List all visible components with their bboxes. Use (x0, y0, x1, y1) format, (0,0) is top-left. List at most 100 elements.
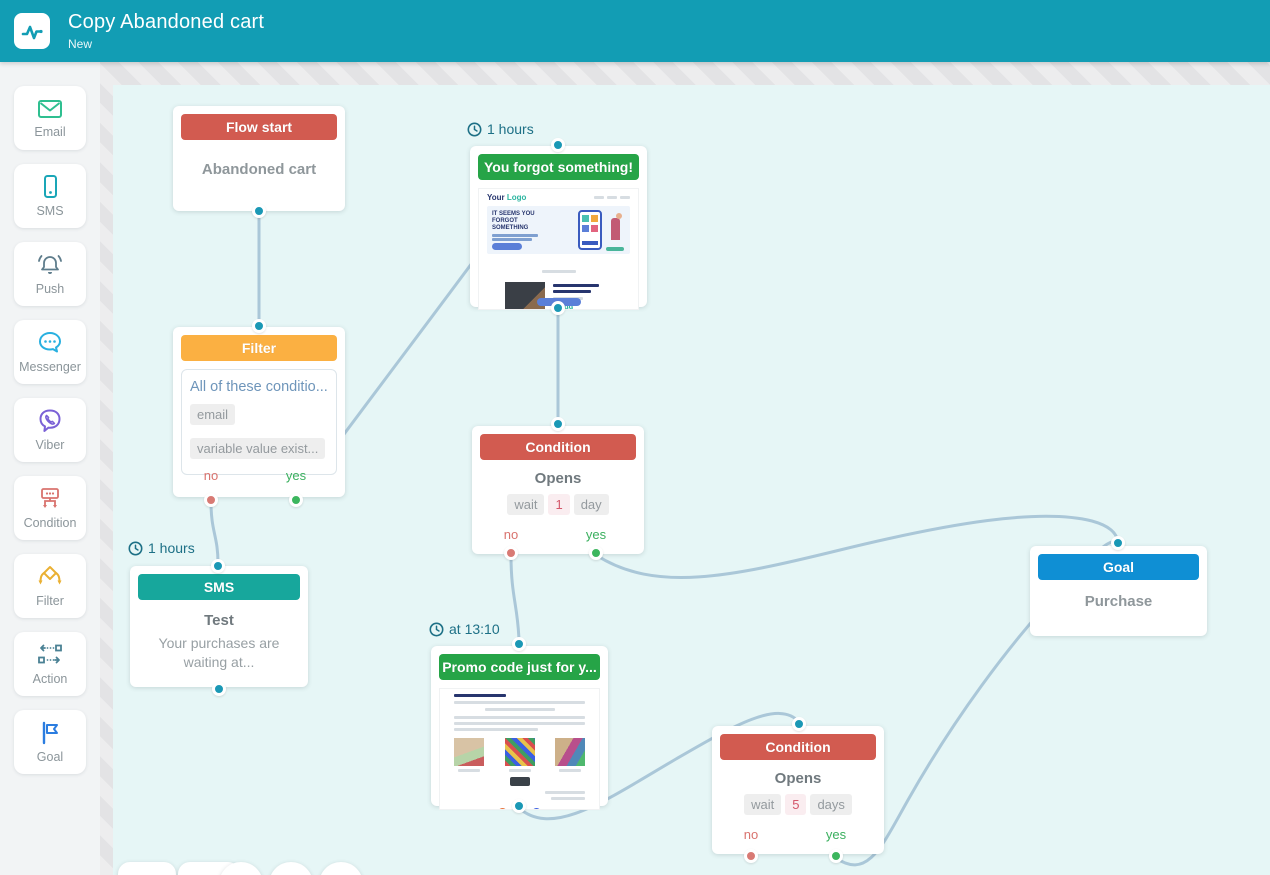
port-condition-1-input[interactable] (551, 417, 565, 431)
palette-item-goal[interactable]: Goal (14, 710, 86, 774)
condition-1-unit-tag: day (573, 494, 609, 515)
condition-2-no-label: no (743, 827, 759, 842)
messenger-icon (39, 332, 61, 353)
filter-icon (38, 566, 62, 585)
palette-item-condition[interactable]: Condition (14, 476, 86, 540)
node-goal[interactable]: Goal Purchase (1030, 546, 1207, 636)
flow-title: Copy Abandoned cart (68, 11, 265, 33)
goal-icon (42, 721, 58, 745)
edge-promo-to-condition2 (517, 712, 801, 821)
top-header: Copy Abandoned cart New (0, 0, 1270, 62)
palette-label: SMS (36, 204, 64, 218)
canvas-zoom-button-3[interactable] (319, 862, 363, 875)
port-condition-2-yes[interactable] (829, 849, 843, 863)
node-email-promo-header: Promo code just for y... (439, 654, 600, 680)
node-filter-header: Filter (181, 335, 337, 361)
port-email-forgot-input[interactable] (551, 138, 565, 152)
node-palette: Email SMS Push Me (0, 62, 100, 875)
filter-no-label: no (203, 468, 219, 483)
port-email-promo-input[interactable] (512, 637, 526, 651)
clock-icon (128, 541, 143, 555)
palette-item-viber[interactable]: Viber (14, 398, 86, 462)
condition-2-unit-tag: days (810, 794, 852, 815)
port-condition-1-no[interactable] (504, 546, 518, 560)
canvas-control-button-1[interactable] (118, 862, 176, 875)
node-sms[interactable]: SMS Test Your purchases are waiting at..… (130, 566, 308, 687)
email-forgot-delay-label: 1 hours (467, 121, 534, 137)
filter-tag-variable: variable value exist... (190, 438, 326, 459)
port-filter-no[interactable] (204, 493, 218, 507)
action-icon (38, 644, 62, 664)
facebook-icon (532, 808, 542, 809)
node-email-forgot-header: You forgot something! (478, 154, 639, 180)
clock-icon (429, 622, 444, 636)
palette-label: Push (35, 282, 65, 296)
canvas-zoom-button-1[interactable] (219, 862, 263, 875)
sms-icon (44, 175, 57, 198)
filter-conditions-box: All of these conditio... email variable … (181, 369, 337, 475)
node-flow-start[interactable]: Flow start Abandoned cart (173, 106, 345, 211)
port-filter-yes[interactable] (289, 493, 303, 507)
condition-1-yes-label: yes (585, 527, 607, 542)
condition-1-no-label: no (503, 527, 519, 542)
condition-icon (41, 488, 59, 508)
email-promo-preview (439, 688, 600, 810)
filter-summary: All of these conditio... (190, 379, 328, 395)
port-filter-input[interactable] (252, 319, 266, 333)
condition-2-wait-tag: wait (744, 794, 782, 815)
node-filter[interactable]: Filter All of these conditio... email va… (173, 327, 345, 497)
palette-label: Action (32, 672, 68, 686)
goal-name: Purchase (1084, 592, 1153, 610)
port-sms-output[interactable] (212, 682, 226, 696)
edge-filter-no-to-sms (209, 500, 220, 565)
preview-headline: IT SEEMS YOU FORGOT SOMETHING (492, 211, 535, 231)
port-flow-start-output[interactable] (252, 204, 266, 218)
condition-1-wait-tag: wait (507, 494, 545, 515)
palette-item-sms[interactable]: SMS (14, 164, 86, 228)
condition-1-value-tag: 1 (548, 494, 570, 515)
preview-logo: Your Logo (487, 193, 527, 202)
node-email-promo[interactable]: Promo code just for y... (431, 646, 608, 810)
app-logo[interactable] (14, 13, 50, 49)
canvas-zoom-button-2[interactable] (269, 862, 313, 875)
node-flow-start-header: Flow start (181, 114, 337, 140)
port-condition-2-input[interactable] (792, 717, 806, 731)
node-email-forgot[interactable]: You forgot something! Your Logo IT SEEMS… (470, 146, 647, 310)
port-sms-input[interactable] (211, 559, 225, 573)
node-goal-header: Goal (1038, 554, 1199, 580)
palette-label: Email (34, 125, 66, 139)
palette-item-filter[interactable]: Filter (14, 554, 86, 618)
edge-condition1-yes-to-goal (594, 514, 1120, 579)
instagram-icon (497, 808, 507, 809)
palette-label: Filter (36, 594, 64, 608)
port-email-forgot-output[interactable] (551, 301, 565, 315)
sms-name: Test (204, 612, 234, 629)
palette-label: Condition (23, 516, 77, 530)
port-condition-2-no[interactable] (744, 849, 758, 863)
node-sms-header: SMS (138, 574, 300, 600)
clock-icon (467, 122, 482, 136)
condition-2-criteria: Opens (774, 770, 822, 787)
condition-1-criteria: Opens (534, 470, 582, 487)
palette-item-email[interactable]: Email (14, 86, 86, 150)
pulse-icon (21, 25, 43, 40)
flow-status-badge: New (68, 37, 93, 51)
port-email-promo-output[interactable] (512, 799, 526, 813)
palette-item-messenger[interactable]: Messenger (14, 320, 86, 384)
viber-icon (39, 409, 61, 432)
palette-label: Goal (36, 750, 64, 764)
filter-tag-email: email (190, 404, 236, 425)
palette-item-action[interactable]: Action (14, 632, 86, 696)
filter-yes-label: yes (285, 468, 307, 483)
palette-item-push[interactable]: Push (14, 242, 86, 306)
port-condition-1-yes[interactable] (589, 546, 603, 560)
palette-label: Messenger (19, 360, 81, 374)
port-goal-input[interactable] (1111, 536, 1125, 550)
push-icon (38, 255, 62, 274)
node-condition-1-header: Condition (480, 434, 636, 460)
sms-message: Your purchases are waiting at... (158, 635, 280, 670)
node-condition-2-header: Condition (720, 734, 876, 760)
